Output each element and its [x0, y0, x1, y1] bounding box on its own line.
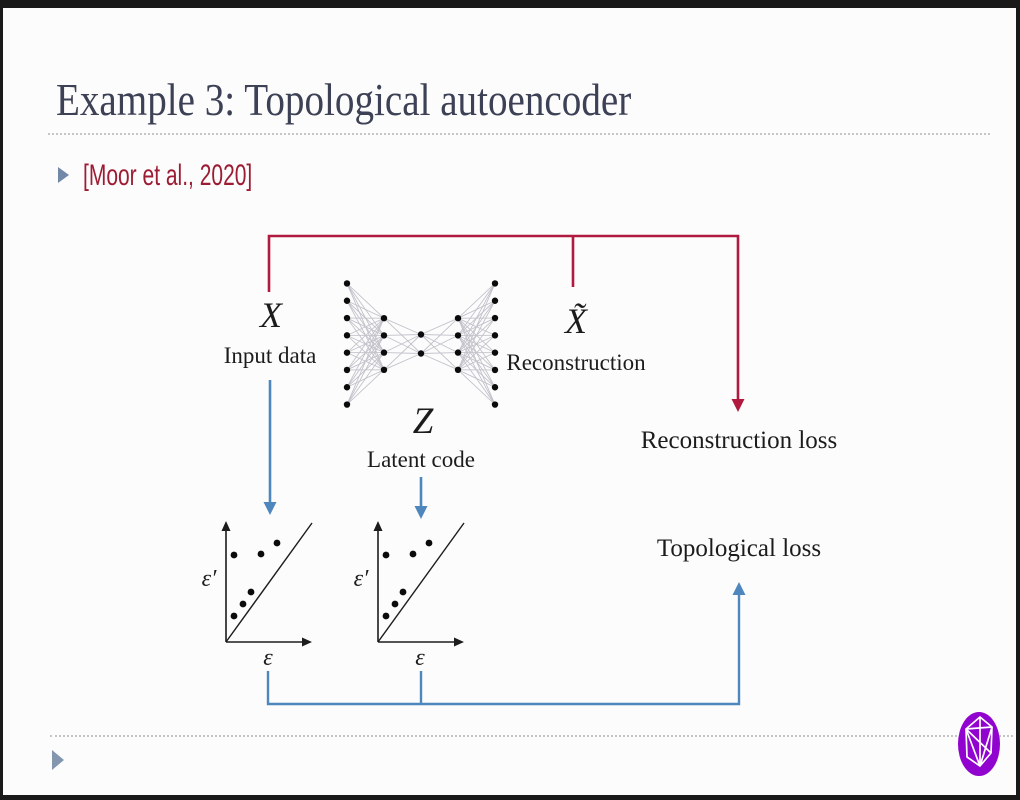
network-node	[380, 332, 388, 339]
plot-point	[391, 600, 399, 608]
plot-diagonal	[225, 522, 313, 643]
network-node	[491, 401, 499, 408]
persistence-diagram-plot: ε′ ε	[354, 521, 465, 671]
network-node	[343, 384, 351, 391]
z-label: Z	[413, 401, 434, 442]
autoencoder-network	[343, 280, 499, 408]
topological-loss-connector	[266, 595, 741, 706]
network-node	[491, 349, 499, 356]
plot-diagonal	[377, 522, 465, 643]
arrowhead-right	[454, 637, 464, 647]
topological-loss-label: Topological loss	[657, 535, 821, 562]
citation-row: [Moor et al., 2020]	[58, 161, 325, 191]
x-label: X	[258, 295, 284, 335]
triangle-right-icon	[58, 167, 69, 183]
polyhedron-wireframe	[965, 716, 993, 767]
arrowhead-down	[263, 502, 277, 515]
network-node	[491, 297, 499, 304]
network-node	[417, 350, 425, 357]
network-node	[343, 401, 351, 408]
plot-point	[239, 600, 247, 608]
reconstruction-loss-bracket	[267, 234, 740, 399]
network-node	[343, 349, 351, 356]
plot-point	[230, 612, 238, 620]
network-node	[343, 280, 351, 287]
latent-code-label: Latent code	[367, 447, 475, 472]
network-node	[454, 349, 462, 356]
network-node	[491, 332, 499, 339]
network-node	[454, 366, 462, 373]
input-data-label: Input data	[224, 343, 317, 368]
plot-point	[382, 551, 390, 559]
network-node	[491, 280, 499, 287]
plot-xlabel: ε	[263, 645, 273, 671]
plot-point	[425, 539, 433, 547]
arrowhead-up	[732, 582, 746, 595]
network-node	[454, 332, 462, 339]
arrowhead-down	[414, 506, 428, 519]
network-node	[491, 314, 499, 322]
plot-point	[230, 551, 238, 559]
polyhedron-logo	[958, 712, 1000, 776]
plot-point	[409, 550, 417, 558]
footer-triangle-right-icon	[52, 750, 64, 770]
arrowhead-right	[302, 637, 312, 647]
title-separator-dotted-line	[48, 133, 990, 135]
plot-point	[247, 588, 255, 596]
plot-ylabel: ε′	[202, 566, 217, 592]
arrowhead-down	[731, 399, 745, 412]
plot-ylabel: ε′	[354, 566, 369, 592]
network-node	[343, 332, 351, 339]
persistence-diagram-plot: ε′ ε	[202, 521, 313, 671]
plot-point	[399, 588, 407, 596]
citation-text: [Moor et al., 2020]	[83, 159, 253, 192]
network-node	[380, 349, 388, 356]
network-node	[491, 366, 499, 374]
plot-point	[382, 612, 390, 620]
network-node	[491, 384, 499, 391]
network-node	[454, 315, 462, 322]
network-node	[343, 314, 351, 322]
slide-title: Example 3: Topological autoencoder	[56, 74, 632, 125]
slide	[3, 8, 1016, 795]
reconstruction-label: Reconstruction	[506, 350, 646, 375]
plot-xlabel: ε	[415, 645, 425, 671]
network-node	[380, 366, 388, 373]
arrowhead-up	[221, 521, 231, 531]
network-node	[343, 366, 351, 374]
network-node	[380, 315, 388, 322]
x-tilde-label: X̃	[563, 301, 589, 341]
footer-separator-dotted-line	[50, 735, 1013, 737]
network-node	[417, 331, 425, 338]
arrowhead-up	[373, 521, 383, 531]
network-node	[343, 297, 351, 304]
plot-point	[257, 550, 265, 558]
reconstruction-loss-label: Reconstruction loss	[641, 427, 838, 454]
plot-point	[273, 539, 281, 547]
